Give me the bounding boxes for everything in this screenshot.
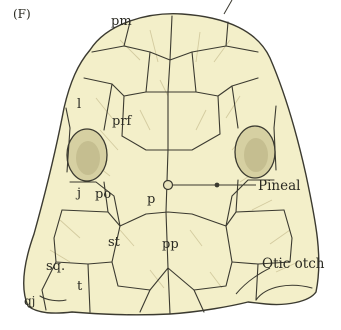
bone-label-st: st xyxy=(108,235,121,250)
bone-label-p: p xyxy=(147,192,155,207)
bone-label-t: t xyxy=(77,279,83,294)
bone-label-pp: pp xyxy=(162,237,179,252)
annotation-otic-notch: Otic otch xyxy=(262,256,325,272)
bone-label-po: po xyxy=(95,187,111,202)
bone-label-pm: pm xyxy=(111,14,132,29)
annotation-pineal: Pineal xyxy=(258,178,300,194)
bone-label-sq: sq. xyxy=(46,259,65,274)
bone-label-prf: prf xyxy=(112,114,133,129)
bone-label-qj: qj xyxy=(24,294,35,308)
panel-label: (F) xyxy=(13,7,31,21)
bone-label-l: l xyxy=(77,97,81,112)
pineal-foramen xyxy=(164,181,173,190)
